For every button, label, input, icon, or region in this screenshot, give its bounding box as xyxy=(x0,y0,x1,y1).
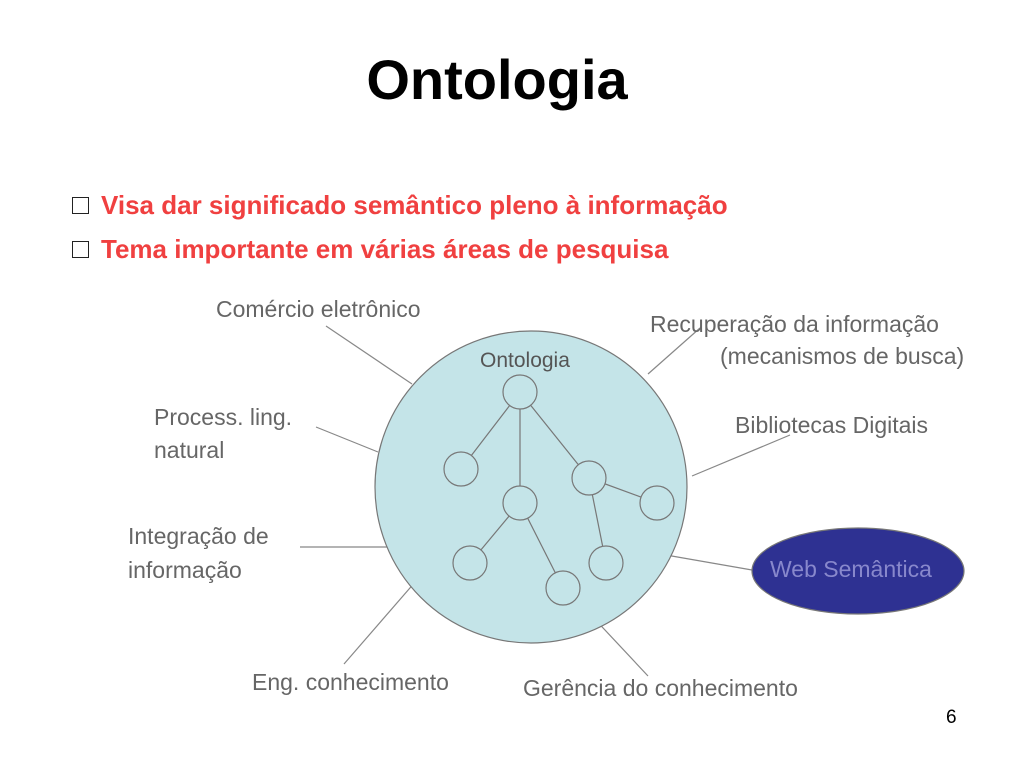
label-natural: natural xyxy=(154,437,225,463)
bullet-list: Visa dar significado semântico pleno à i… xyxy=(72,183,728,271)
connector-line xyxy=(691,434,791,477)
bullet-text: Visa dar significado semântico pleno à i… xyxy=(101,189,728,220)
connector-line xyxy=(665,554,753,571)
label-recuperacao-subtitle: (mecanismos de busca) xyxy=(720,343,965,369)
square-bullet-icon xyxy=(72,196,89,214)
ontology-circle xyxy=(374,330,688,644)
tree-edge xyxy=(519,391,590,479)
label-recuperacao-informacao: Recuperação da informação xyxy=(650,311,939,337)
page-number: 6 xyxy=(946,707,957,728)
square-bullet-icon xyxy=(72,240,89,258)
slide-title: Ontologia xyxy=(366,48,628,111)
tree-node xyxy=(502,374,538,410)
label-bibliotecas-digitais: Bibliotecas Digitais xyxy=(735,412,929,438)
label-comercio-eletronico: Comércio eletrônico xyxy=(216,296,421,322)
label-process-ling: Process. ling. xyxy=(154,404,293,430)
web-semantica-ellipse xyxy=(751,527,965,615)
tree-node xyxy=(588,545,624,581)
bullet-text: Tema importante em várias áreas de pesqu… xyxy=(101,233,669,264)
tree-node xyxy=(443,451,479,487)
bullet-item: Tema importante em várias áreas de pesqu… xyxy=(72,227,728,271)
label-eng-conhecimento: Eng. conhecimento xyxy=(252,669,449,695)
label-gerencia-conhecimento: Gerência do conhecimento xyxy=(523,675,798,701)
tree-node xyxy=(545,570,581,606)
connector-line xyxy=(647,327,701,375)
bullet-item: Visa dar significado semântico pleno à i… xyxy=(72,183,728,227)
label-web-semantica: Web Semântica xyxy=(770,556,932,582)
tree-node xyxy=(502,485,538,521)
label-integracao: Integração de xyxy=(128,523,269,549)
connector-line xyxy=(315,426,379,453)
tree-node xyxy=(452,545,488,581)
connector-line xyxy=(343,580,417,665)
label-informacao: informação xyxy=(128,557,242,583)
connector-line xyxy=(325,325,413,385)
tree-node xyxy=(639,485,675,521)
tree-node xyxy=(571,460,607,496)
ontology-circle-label: Ontologia xyxy=(480,349,570,372)
